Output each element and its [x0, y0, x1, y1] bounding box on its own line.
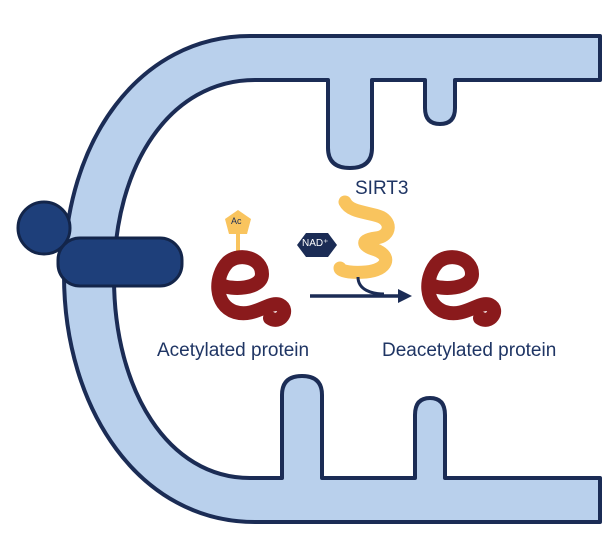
mitochondrial-membrane: [62, 34, 602, 524]
sirt3-label: SIRT3: [355, 178, 409, 199]
arrow-head-icon: [398, 289, 412, 303]
transporter-subunit: [16, 200, 72, 256]
acetylated-protein-label: Acetylated protein: [157, 340, 310, 361]
catalysis-curve: [356, 276, 385, 296]
acetyl-group-icon: [225, 210, 251, 234]
nad-label: NAD⁺: [302, 238, 329, 249]
acetylated-protein-icon: [211, 250, 292, 327]
sirt3-enzyme-icon: [333, 195, 395, 279]
transporter-channel: [56, 236, 184, 288]
nad-hexagon-icon: [297, 233, 337, 257]
deacetylated-protein-icon: [421, 250, 502, 327]
deacetylated-protein-label: Deacetylated protein: [382, 340, 557, 361]
acetyl-label: Ac: [231, 216, 242, 226]
